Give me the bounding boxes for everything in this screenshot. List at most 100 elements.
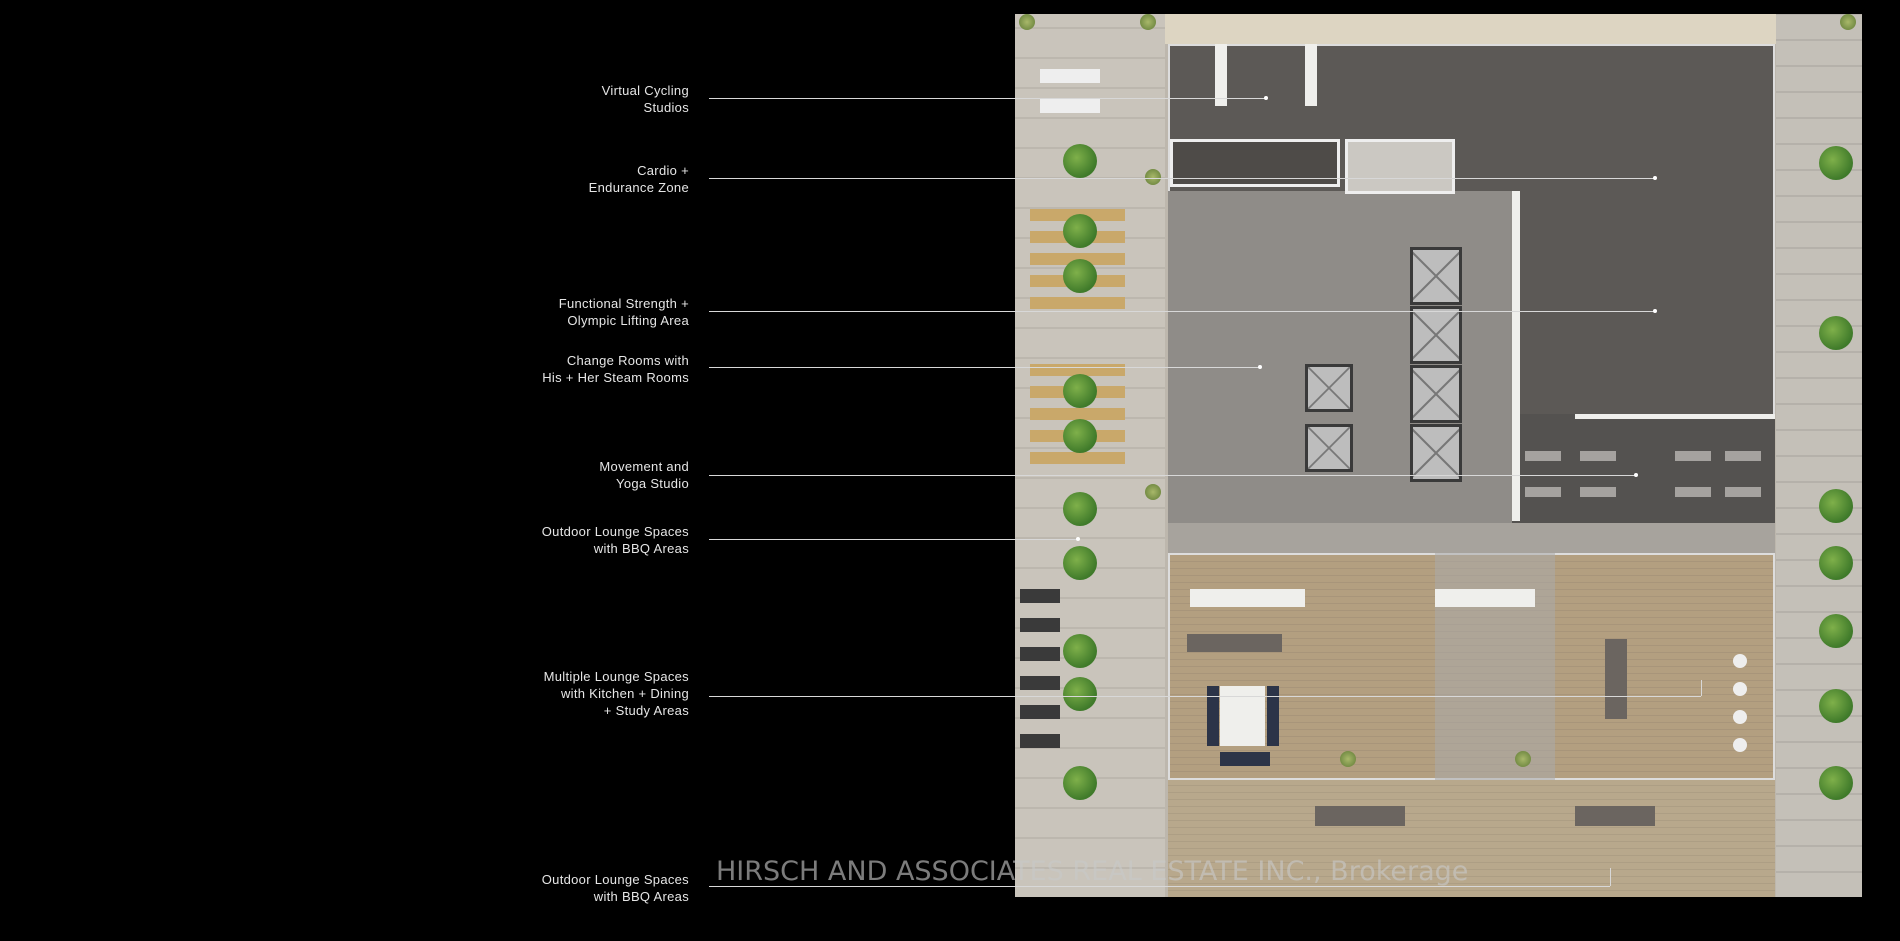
lounge-chair <box>1020 734 1060 748</box>
leader-dot <box>1653 176 1657 180</box>
label-line: with Kitchen + Dining <box>560 686 689 701</box>
sofa <box>1267 686 1279 746</box>
leader-line <box>709 696 1701 697</box>
lounge-chair <box>1020 618 1060 632</box>
sofa <box>1220 752 1270 766</box>
sofa-lounge <box>1220 686 1265 746</box>
tree <box>1819 689 1853 723</box>
elevator <box>1410 424 1462 482</box>
lounge-chair <box>1020 647 1060 661</box>
leader-line <box>709 367 1260 368</box>
corridor <box>1168 523 1775 553</box>
bar-stool <box>1733 682 1747 696</box>
leader-dot <box>1653 309 1657 313</box>
label-line: + Study Areas <box>603 703 689 718</box>
wall <box>1305 44 1317 106</box>
shrub <box>1145 169 1161 185</box>
tree <box>1819 316 1853 350</box>
label-functional-strength: Functional Strength + Olympic Lifting Are… <box>559 295 689 329</box>
elevator <box>1410 306 1462 364</box>
leader-line <box>709 178 1655 179</box>
label-line: Outdoor Lounge Spaces <box>541 872 689 887</box>
cycling-room <box>1170 139 1340 187</box>
yoga-mat <box>1580 451 1616 461</box>
label-cardio: Cardio + Endurance Zone <box>589 162 689 196</box>
tree <box>1819 546 1853 580</box>
right-terrace <box>1776 14 1862 897</box>
brokerage-watermark: HIRSCH AND ASSOCIATES REAL ESTATE INC., … <box>716 856 1469 887</box>
tree <box>1819 146 1853 180</box>
leader-line <box>709 475 1636 476</box>
elevator <box>1305 364 1353 412</box>
yoga-mat <box>1725 451 1761 461</box>
shrub <box>1145 484 1161 500</box>
bar-stool <box>1733 710 1747 724</box>
label-outdoor-lounge-bbq-2: Outdoor Lounge Spaces with BBQ Areas <box>542 871 689 905</box>
bar-stool <box>1733 654 1747 668</box>
tree <box>1063 144 1097 178</box>
label-line: with BBQ Areas <box>593 889 689 904</box>
label-outdoor-lounge-bbq: Outdoor Lounge Spaces with BBQ Areas <box>542 523 689 557</box>
tree <box>1063 634 1097 668</box>
leader-line <box>709 886 1610 887</box>
tree <box>1063 259 1097 293</box>
wall <box>1575 414 1775 419</box>
yoga-mat <box>1675 487 1711 497</box>
label-line: Change Rooms with <box>566 353 689 368</box>
tree <box>1063 766 1097 800</box>
yoga-studio <box>1512 414 1775 524</box>
tree <box>1063 492 1097 526</box>
tree <box>1063 419 1097 453</box>
label-line: Studios <box>643 100 689 115</box>
lounge-chair <box>1020 705 1060 719</box>
yoga-mat <box>1725 487 1761 497</box>
lounge-chair <box>1020 589 1060 603</box>
label-line: Yoga Studio <box>616 476 689 491</box>
tree <box>1063 214 1097 248</box>
shrub <box>1515 751 1531 767</box>
elevator <box>1305 424 1353 472</box>
yoga-mat <box>1525 451 1561 461</box>
leader-tick <box>1610 868 1611 886</box>
label-line: Functional Strength + <box>558 296 689 311</box>
elevator <box>1410 247 1462 305</box>
label-line: Virtual Cycling <box>601 83 689 98</box>
leader-line <box>709 539 1078 540</box>
label-line: Outdoor Lounge Spaces <box>541 524 689 539</box>
leader-dot <box>1258 365 1262 369</box>
elevator <box>1410 365 1462 423</box>
tree <box>1063 677 1097 711</box>
kitchen-counter <box>1435 589 1535 607</box>
study-table <box>1187 634 1282 652</box>
label-line: His + Her Steam Rooms <box>542 370 689 385</box>
dining-table <box>1605 639 1627 719</box>
kitchen-counter <box>1190 589 1305 607</box>
wall <box>1215 44 1227 106</box>
shrub <box>1019 14 1035 30</box>
top-planter-strip <box>1165 14 1776 44</box>
tree <box>1819 489 1853 523</box>
yoga-mat <box>1580 487 1616 497</box>
wall <box>1512 191 1520 521</box>
label-line: Cardio + <box>637 163 689 178</box>
leader-dot <box>1076 537 1080 541</box>
tree <box>1819 766 1853 800</box>
shrub <box>1840 14 1856 30</box>
leader-dot <box>1264 96 1268 100</box>
leader-dot <box>1634 473 1638 477</box>
bar-stool <box>1733 738 1747 752</box>
label-line: Endurance Zone <box>588 180 689 195</box>
lounge-chair <box>1020 676 1060 690</box>
amenity-floor-plan <box>1015 14 1862 897</box>
shrub <box>1140 14 1156 30</box>
label-line: Olympic Lifting Area <box>567 313 689 328</box>
dining-table <box>1315 806 1405 826</box>
label-line: with BBQ Areas <box>593 541 689 556</box>
outdoor-table <box>1040 69 1100 83</box>
yoga-mat <box>1675 451 1711 461</box>
leader-tick <box>1701 680 1702 696</box>
tree <box>1063 546 1097 580</box>
